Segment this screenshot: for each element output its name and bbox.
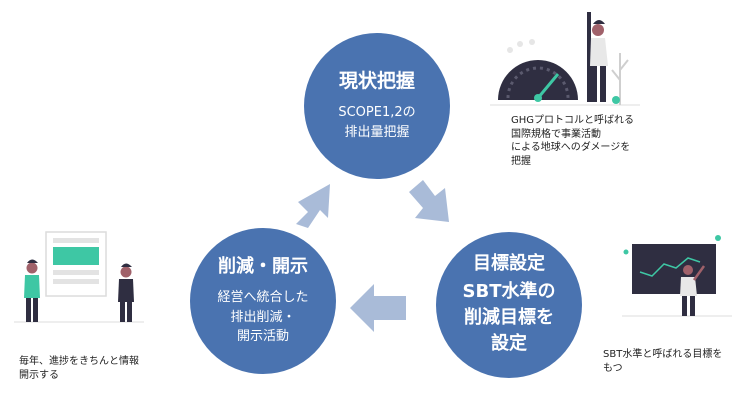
caption-reduction-disclosure: 毎年、進捗をきちんと情報 開示する xyxy=(19,356,139,381)
step-subtitle: 経営へ統合した 排出削減・ 開示活動 xyxy=(217,290,309,344)
step-title: 削減・開示 xyxy=(218,255,308,277)
caption-current-status: GHGプロトコルと呼ばれる 国際規格で事業活動 による地球へのダメージを 把握 xyxy=(511,115,635,167)
presenter-chart-illustration xyxy=(622,235,732,317)
disclosure-illustration xyxy=(14,231,144,323)
arrow-right-to-left xyxy=(350,284,406,332)
caption-target-setting: SBT水準と呼ばれる目標を もつ xyxy=(603,349,723,374)
step-title: 現状把握 xyxy=(338,69,415,92)
step-target-setting: 目標設定 SBT水準の 削減目標を 設定 xyxy=(436,232,582,378)
step-reduction-disclosure: 削減・開示 経営へ統合した 排出削減・ 開示活動 xyxy=(190,228,336,374)
step-title: 目標設定 xyxy=(473,252,545,274)
gauge-person-illustration xyxy=(490,12,640,106)
arrow-top-to-right xyxy=(409,180,449,222)
step-subtitle: SBT水準の 削減目標を 設定 xyxy=(462,281,556,355)
step-subtitle: SCOPE1,2の 排出量把握 xyxy=(338,105,416,140)
step-current-status: 現状把握 SCOPE1,2の 排出量把握 xyxy=(304,33,450,179)
arrow-left-to-top xyxy=(296,184,330,228)
